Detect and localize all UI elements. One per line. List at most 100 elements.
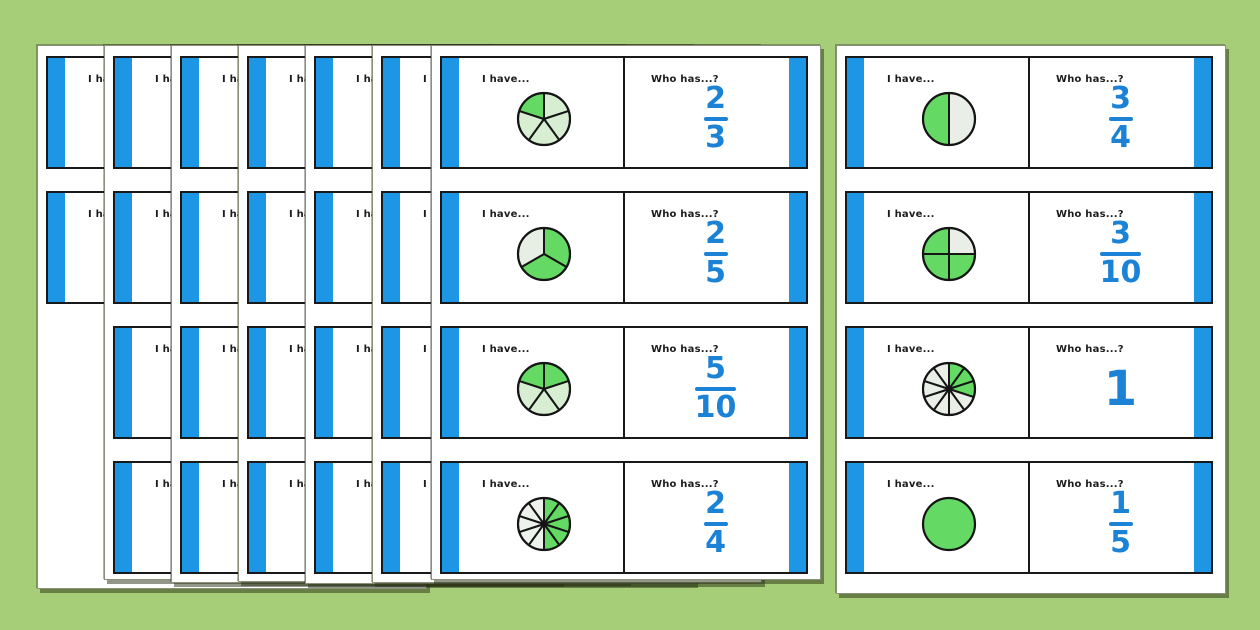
card-divider — [1028, 193, 1030, 302]
card-edge-strip — [383, 58, 400, 167]
card-edge-strip — [1194, 463, 1211, 572]
card-edge-strip — [383, 463, 400, 572]
fraction-pie-icon — [920, 225, 978, 283]
card-divider — [623, 328, 625, 437]
card-edge-strip — [316, 58, 333, 167]
i-have-label: I have... — [887, 209, 935, 220]
fraction-denominator: 4 — [1110, 119, 1131, 155]
card-edge-strip — [182, 463, 199, 572]
card-edge-strip — [789, 328, 806, 437]
card-edge-strip — [1194, 328, 1211, 437]
fraction-bar — [703, 116, 728, 121]
card-edge-strip — [789, 58, 806, 167]
card-edge-strip — [1194, 193, 1211, 302]
fraction-bar — [703, 251, 728, 256]
fraction-bar — [1108, 116, 1133, 121]
fraction-pie-icon — [515, 225, 573, 283]
fraction-denominator: 3 — [705, 119, 726, 155]
i-have-label: I have... — [887, 479, 935, 490]
card-edge-strip — [48, 58, 65, 167]
fraction-numerator: 2 — [705, 485, 726, 521]
who-has-label: Who has...? — [651, 344, 719, 355]
who-has-answer-zone: 1 — [1033, 346, 1192, 431]
card-divider — [623, 193, 625, 302]
fraction-numerator: 3 — [1110, 80, 1131, 116]
card-edge-strip — [249, 328, 266, 437]
card-edge-strip — [48, 193, 65, 302]
i-have-label: I have... — [482, 209, 530, 220]
fraction-pie-icon — [515, 90, 573, 148]
fraction-numerator: 2 — [705, 215, 726, 251]
card-edge-strip — [115, 328, 132, 437]
card-edge-strip — [789, 463, 806, 572]
i-have-label: I have... — [482, 344, 530, 355]
card-edge-strip — [847, 58, 864, 167]
fraction-bar — [1099, 251, 1142, 256]
card-divider — [1028, 328, 1030, 437]
fraction-pie-icon — [920, 90, 978, 148]
fraction-numerator: 3 — [1110, 215, 1131, 251]
fraction-denominator: 10 — [694, 389, 737, 425]
card-edge-strip — [847, 193, 864, 302]
card-edge-strip — [847, 463, 864, 572]
card-edge-strip — [115, 463, 132, 572]
card-edge-strip — [316, 463, 333, 572]
card-edge-strip — [442, 328, 459, 437]
card-edge-strip — [182, 193, 199, 302]
loop-card: I have...Who has...?1 — [845, 326, 1213, 439]
fraction-pie-icon — [515, 495, 573, 553]
card-divider — [1028, 58, 1030, 167]
fraction-bar — [694, 386, 737, 391]
card-edge-strip — [442, 463, 459, 572]
fraction-numerator: 2 — [705, 80, 726, 116]
fraction-numerator: 1 — [1110, 485, 1131, 521]
fraction-pie-icon — [515, 360, 573, 418]
who-has-label: Who has...? — [1056, 74, 1124, 85]
fraction-denominator: 4 — [705, 524, 726, 560]
card-edge-strip — [182, 58, 199, 167]
card-divider — [623, 58, 625, 167]
card-edge-strip — [316, 328, 333, 437]
i-have-label: I have... — [482, 74, 530, 85]
who-has-label: Who has...? — [651, 479, 719, 490]
fraction-pie-icon — [920, 495, 978, 553]
i-have-label: I have... — [887, 74, 935, 85]
who-has-label: Who has...? — [1056, 209, 1124, 220]
card-edge-strip — [1194, 58, 1211, 167]
fraction-bar — [1108, 521, 1133, 526]
card-edge-strip — [115, 58, 132, 167]
card-edge-strip — [249, 193, 266, 302]
card-edge-strip — [383, 328, 400, 437]
card-edge-strip — [789, 193, 806, 302]
who-has-label: Who has...? — [1056, 479, 1124, 490]
card-edge-strip — [383, 193, 400, 302]
who-has-label: Who has...? — [1056, 344, 1124, 355]
card-edge-strip — [847, 328, 864, 437]
i-have-label: I have... — [482, 479, 530, 490]
whole-number: 1 — [1103, 360, 1138, 417]
who-has-label: Who has...? — [651, 209, 719, 220]
